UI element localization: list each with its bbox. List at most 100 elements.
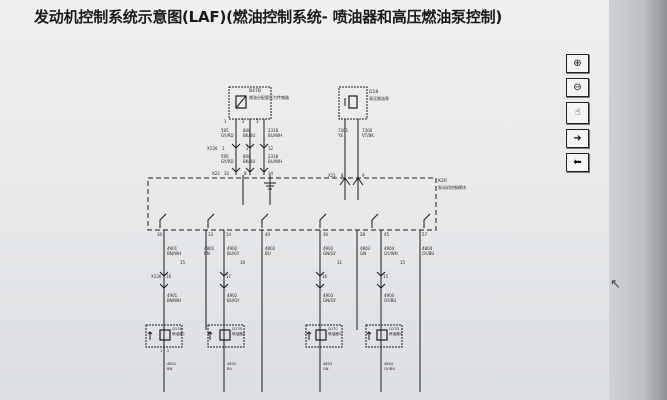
- svg-text:3: 3: [256, 119, 259, 124]
- pan-button[interactable]: ☝: [566, 102, 589, 124]
- sensor-id: B47B: [249, 88, 261, 94]
- svg-text:595: 595: [221, 154, 229, 159]
- svg-text:BU: BU: [227, 367, 232, 371]
- svg-text:喷油器2: 喷油器2: [232, 331, 245, 336]
- svg-text:13: 13: [208, 232, 214, 237]
- svg-text:34: 34: [268, 171, 274, 176]
- svg-text:4801: 4801: [204, 246, 215, 251]
- svg-text:GN: GN: [360, 251, 366, 256]
- svg-text:Q17C: Q17C: [328, 327, 338, 331]
- svg-text:8: 8: [341, 173, 344, 178]
- svg-text:4903: 4903: [323, 293, 334, 298]
- svg-text:BU/GY: BU/GY: [227, 251, 240, 256]
- svg-text:Q17B: Q17B: [232, 327, 242, 331]
- pump-id: Q18: [369, 89, 378, 95]
- injector-side-marks: [147, 331, 372, 340]
- svg-text:15: 15: [180, 260, 186, 265]
- svg-text:57: 57: [422, 232, 428, 237]
- svg-text:BN: BN: [167, 367, 172, 371]
- sensor-wires: [235, 119, 271, 205]
- svg-text:15: 15: [383, 274, 389, 279]
- svg-text:GY/RD: GY/RD: [221, 133, 234, 138]
- svg-text:9: 9: [362, 173, 365, 178]
- connector-x130-mid-marks: [159, 271, 386, 289]
- svg-text:BU/WH: BU/WH: [268, 133, 282, 138]
- zoom-out-icon: ⊖: [573, 81, 582, 93]
- svg-text:喷油器1: 喷油器1: [172, 331, 185, 336]
- svg-text:4904: 4904: [384, 246, 395, 251]
- svg-text:16: 16: [322, 274, 328, 279]
- sensor-desc: 燃油分配管压力传感器: [249, 94, 289, 100]
- svg-text:11: 11: [337, 260, 343, 265]
- svg-text:4901: 4901: [167, 246, 178, 251]
- svg-text:GY/BU: GY/BU: [384, 367, 395, 371]
- svg-text:15: 15: [400, 260, 406, 265]
- svg-text:595: 595: [221, 128, 229, 133]
- ecm-module-k20[interactable]: [147, 177, 437, 231]
- injector-3[interactable]: [305, 324, 343, 348]
- pump-desc: 高压燃油泵: [369, 95, 389, 101]
- svg-text:4903: 4903: [323, 246, 334, 251]
- svg-text:2: 2: [167, 349, 169, 353]
- svg-text:BK/BU: BK/BU: [243, 159, 255, 164]
- svg-text:808: 808: [243, 154, 251, 159]
- svg-text:32: 32: [224, 171, 230, 176]
- svg-text:1: 1: [160, 349, 162, 353]
- ground-symbol: [264, 182, 276, 190]
- svg-text:2318: 2318: [268, 154, 279, 159]
- svg-text:GY/BU: GY/BU: [422, 251, 434, 256]
- injector-2[interactable]: [207, 324, 245, 348]
- arrow-left-icon: ⬅: [573, 156, 582, 168]
- connector-x130-marks: [231, 143, 269, 173]
- svg-text:30: 30: [157, 232, 163, 237]
- svg-text:GY/WH: GY/WH: [384, 251, 398, 256]
- next-page-button[interactable]: ➜: [566, 129, 589, 148]
- svg-text:X21: X21: [328, 173, 336, 178]
- svg-text:4902: 4902: [227, 293, 238, 298]
- mouse-cursor-icon: ↖: [610, 277, 621, 292]
- hand-icon: ☝: [574, 107, 581, 118]
- svg-text:4803: 4803: [360, 246, 371, 251]
- ecm-id: K20: [438, 178, 447, 184]
- svg-text:GN/GY: GN/GY: [323, 251, 336, 256]
- svg-text:X130: X130: [207, 146, 218, 151]
- svg-text:16: 16: [240, 260, 246, 265]
- svg-text:1: 1: [222, 146, 225, 151]
- svg-text:喷油器3: 喷油器3: [328, 331, 341, 336]
- prev-page-button[interactable]: ⬅: [566, 153, 589, 172]
- svg-text:BN/WH: BN/WH: [167, 251, 181, 256]
- injector-wires: [163, 230, 421, 392]
- svg-text:喷油器4: 喷油器4: [389, 331, 403, 336]
- svg-text:4804: 4804: [422, 246, 433, 251]
- svg-text:808: 808: [243, 128, 251, 133]
- svg-text:GY/RD: GY/RD: [221, 159, 234, 164]
- svg-text:Q17A: Q17A: [172, 327, 182, 331]
- high-pressure-pump-q18[interactable]: [338, 86, 368, 120]
- svg-text:BU/GY: BU/GY: [227, 298, 240, 303]
- svg-text:12: 12: [268, 146, 274, 151]
- svg-text:BN: BN: [204, 251, 210, 256]
- svg-text:45: 45: [384, 232, 390, 237]
- svg-text:2: 2: [242, 119, 245, 124]
- svg-text:40: 40: [265, 232, 271, 237]
- svg-text:4902: 4902: [227, 246, 238, 251]
- svg-text:4801: 4801: [167, 362, 176, 366]
- ecm-drivers: [159, 213, 431, 228]
- svg-text:16: 16: [166, 274, 172, 279]
- svg-text:2318: 2318: [268, 128, 279, 133]
- zoom-out-button[interactable]: ⊖: [566, 78, 589, 97]
- svg-text:7301: 7301: [338, 128, 349, 133]
- svg-text:4802: 4802: [227, 362, 236, 366]
- zoom-in-button[interactable]: ⊕: [566, 54, 589, 73]
- svg-text:8: 8: [244, 171, 247, 176]
- svg-text:Q17D: Q17D: [389, 327, 399, 331]
- injector-1[interactable]: [145, 324, 183, 348]
- zoom-in-icon: ⊕: [573, 57, 582, 69]
- svg-text:YE: YE: [337, 133, 343, 138]
- svg-text:17: 17: [226, 274, 232, 279]
- svg-text:GY/BU: GY/BU: [384, 298, 396, 303]
- injector-4[interactable]: [365, 324, 403, 348]
- svg-text:GN: GN: [323, 367, 329, 371]
